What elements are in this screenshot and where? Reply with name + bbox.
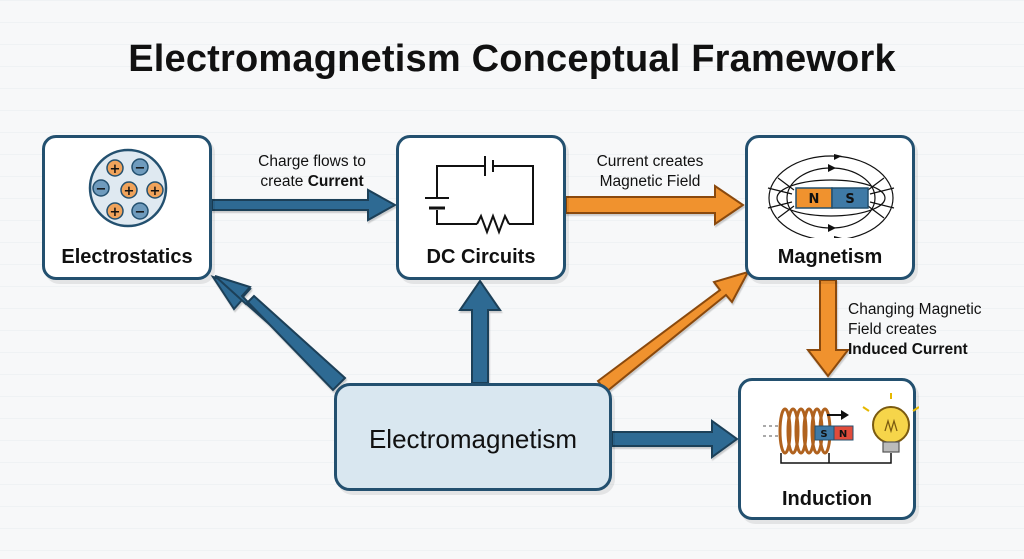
node-label-magnetism: Magnetism <box>777 246 883 268</box>
south-pole-label: S <box>845 192 854 207</box>
arrow-core-to-induction <box>611 419 739 459</box>
plus-charge: + <box>110 162 121 177</box>
edge-label-line: create Current <box>237 172 387 192</box>
diagram-title: Electromagnetism Conceptual Framework <box>128 38 896 80</box>
arrow-magnetism-to-induction <box>805 279 851 378</box>
magnet-s-label: S <box>820 429 827 440</box>
minus-charge: − <box>135 161 146 176</box>
circuit-icon <box>425 156 534 235</box>
plus-charge: + <box>110 205 121 220</box>
edge-label-line: Magnetic Field <box>599 173 701 190</box>
induction-icon: S N <box>763 393 919 464</box>
edge-label-line: Current creates <box>596 153 704 170</box>
edge-label-current-to-field: Current creates Magnetic Field <box>580 152 720 192</box>
edge-label-line: Induced Current <box>848 340 1018 360</box>
node-electrostatics: + − − + + + − Electrostatics <box>42 135 212 280</box>
north-pole-label: N <box>809 192 820 207</box>
arrow-dc-to-magnetism <box>565 184 745 226</box>
arrow-core-to-magnetism <box>596 270 751 394</box>
plus-charge: + <box>150 184 161 199</box>
edge-label-keyword: Current <box>307 173 364 190</box>
minus-charge: − <box>96 182 107 197</box>
edge-label-line: Changing Magnetic <box>848 301 982 318</box>
plus-charge: + <box>124 184 135 199</box>
arrow-core-to-electrostatics <box>210 275 347 392</box>
node-label-core: Electromagnetism <box>368 424 578 454</box>
edge-label-keyword: Induced Current <box>848 341 968 358</box>
edge-label-line: Charge flows to <box>258 153 366 170</box>
edge-label-charge-to-current: Charge flows to create Current <box>237 152 387 192</box>
magnet-field-icon: N S <box>767 154 895 238</box>
magnet-n-label: N <box>839 429 847 440</box>
edge-label-line: Field creates <box>848 321 937 338</box>
arrow-electrostatics-to-dc <box>211 188 398 222</box>
node-label-electrostatics: Electrostatics <box>61 246 193 268</box>
node-magnetism: N S Magnetism <box>745 135 915 280</box>
node-induction: S N Induction <box>738 378 919 520</box>
node-label-dc-circuits: DC Circuits <box>426 246 536 268</box>
charges-icon: + − − + + + − <box>88 148 168 228</box>
minus-charge: − <box>135 205 146 220</box>
edge-label-text: create <box>260 173 308 190</box>
node-dc-circuits: DC Circuits <box>396 135 566 280</box>
edge-label-changing-field: Changing Magnetic Field creates Induced … <box>848 300 1018 360</box>
arrow-core-to-dc <box>458 279 502 384</box>
node-electromagnetism-core: Electromagnetism <box>334 383 612 491</box>
node-label-induction: Induction <box>782 488 872 510</box>
